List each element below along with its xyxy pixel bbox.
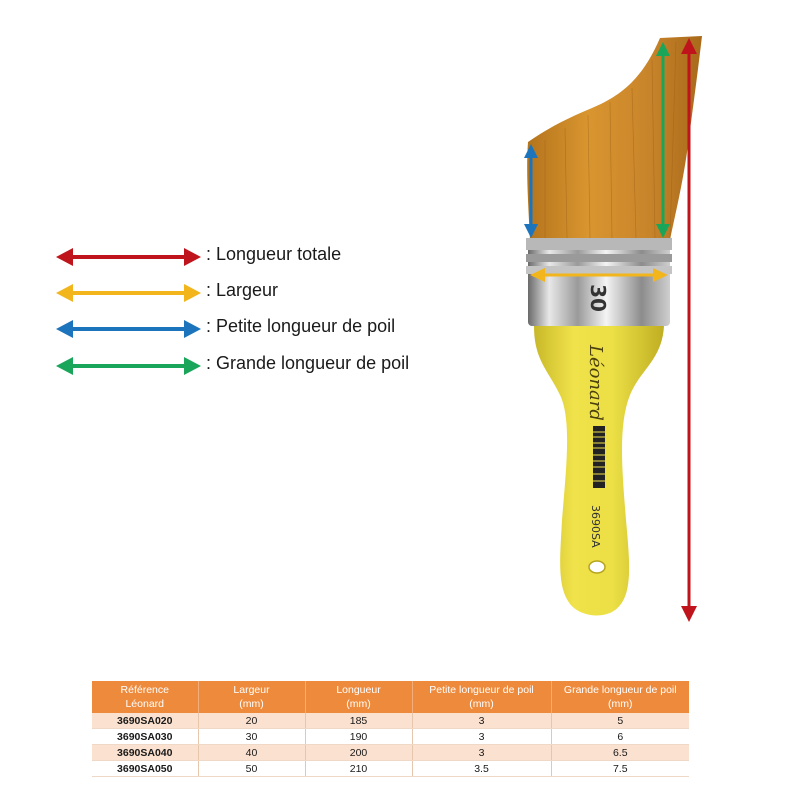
cell-long-hair: 6: [551, 728, 689, 745]
table-row: 3690SA030 30 190 3 6: [92, 728, 689, 745]
cell-length: 190: [305, 728, 413, 745]
cell-length: 210: [305, 760, 413, 777]
legend-item-long-hair: : Grande longueur de poil: [56, 349, 456, 383]
handle-hole: [588, 560, 606, 574]
double-arrow-green-icon: [56, 357, 201, 375]
table-row: 3690SA020 20 185 3 5: [92, 713, 689, 729]
double-arrow-yellow-icon: [56, 284, 201, 302]
cell-short-hair: 3: [412, 744, 552, 761]
brush-bristles: [527, 36, 702, 240]
dimension-short-hair-arrow: [524, 144, 538, 238]
cell-long-hair: 6.5: [551, 744, 689, 761]
cell-width: 40: [198, 744, 306, 761]
cell-reference: 3690SA050: [92, 760, 199, 777]
handle-brand: Léonard: [585, 344, 606, 421]
table-row: 3690SA040 40 200 3 6.5: [92, 744, 689, 761]
cell-width: 20: [198, 713, 306, 729]
header-short-hair: Petite longueur de poil(mm): [412, 681, 552, 713]
header-width: Largeur(mm): [198, 681, 306, 713]
cell-short-hair: 3: [412, 713, 552, 729]
cell-width: 50: [198, 760, 306, 777]
cell-length: 200: [305, 744, 413, 761]
bristle-texture: [544, 41, 677, 239]
cell-long-hair: 7.5: [551, 760, 689, 777]
legend-label: : Petite longueur de poil: [206, 316, 396, 336]
cell-short-hair: 3: [412, 728, 552, 745]
handle-model: 3690SA: [589, 505, 602, 548]
header-long-hair: Grande longueur de poil(mm): [551, 681, 689, 713]
legend-label: : Largeur: [206, 280, 279, 300]
handle-barcode: [593, 426, 605, 488]
legend-label: : Longueur totale: [206, 244, 342, 264]
dimension-width-arrow: [530, 268, 668, 282]
cell-reference: 3690SA040: [92, 744, 199, 761]
legend-item-total-length: : Longueur totale: [56, 240, 456, 274]
ferrule-number: 30: [586, 284, 610, 312]
cell-reference: 3690SA030: [92, 728, 199, 745]
ferrule-crimp: [526, 254, 672, 262]
cell-short-hair: 3.5: [412, 760, 552, 777]
cell-reference: 3690SA020: [92, 713, 199, 729]
brush-ferrule: [528, 238, 670, 326]
legend-item-width: : Largeur: [56, 276, 456, 310]
cell-long-hair: 5: [551, 713, 689, 729]
cell-length: 185: [305, 713, 413, 729]
legend-item-short-hair: : Petite longueur de poil: [56, 312, 456, 346]
ferrule-crimp: [526, 266, 672, 274]
table-row: 3690SA050 50 210 3.5 7.5: [92, 760, 689, 777]
double-arrow-red-icon: [56, 248, 201, 266]
legend-label: : Grande longueur de poil: [206, 353, 410, 373]
header-length: Longueur(mm): [305, 681, 413, 713]
cell-width: 30: [198, 728, 306, 745]
double-arrow-blue-icon: [56, 320, 201, 338]
ferrule-crimp: [526, 238, 672, 250]
dimension-total-length-arrow: [681, 38, 697, 622]
brush-illustration: 30 Léonard 3690SA: [524, 36, 702, 622]
dimension-long-hair-arrow: [656, 42, 670, 238]
